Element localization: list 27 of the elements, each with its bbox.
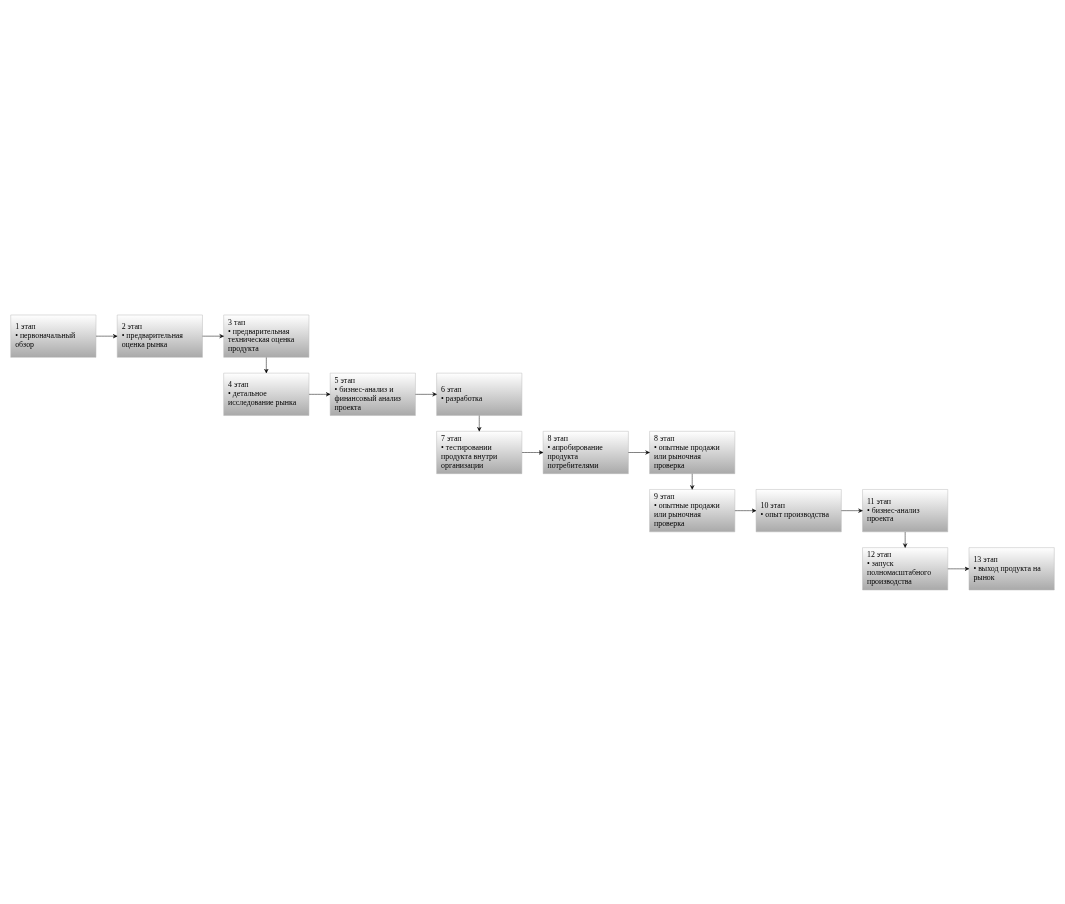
arrow <box>95 333 118 338</box>
node-box: 7 этап • тестировании продукта внутри организации <box>436 430 523 474</box>
node-box: 12 этап • запуск полномасштабного производства <box>862 546 949 590</box>
node-box: 3 тап • предварительная техническая оценка продукта <box>223 314 310 358</box>
node-box: 8 этап • опытные продажи или рыночная проверка <box>649 430 736 474</box>
arrow <box>308 391 331 396</box>
node-box: 13 этап • выход продукта на рынок <box>968 546 1055 590</box>
node-box: 2 этап • предварительная оценка рынка <box>116 314 203 358</box>
arrow <box>628 450 650 454</box>
arrow <box>264 356 269 373</box>
arrow <box>903 531 908 548</box>
node-box: 8 этап • апробирование продукта потребителями <box>542 430 629 474</box>
node-box: 1 этап • первоначальный обзор <box>10 314 97 358</box>
node-box: 10 этап • опыт производства <box>755 488 842 532</box>
arrow <box>690 473 695 490</box>
arrow <box>477 414 482 431</box>
arrow <box>202 333 224 338</box>
arrow <box>734 508 757 513</box>
arrow <box>947 566 970 571</box>
node-box: 5 этап • бизнес-анализ и финансовый анализ проекта <box>329 372 416 416</box>
node-box: 6 этап • разработка <box>436 372 523 416</box>
node-box: 9 этап • опытные продажи или рыночная проверка <box>649 488 736 532</box>
node-box: 11 этап • бизнес-анализ проекта <box>862 488 949 532</box>
arrow <box>521 450 544 454</box>
arrow <box>841 508 863 513</box>
node-box: 4 этап • детальное исследование рынка <box>223 372 310 416</box>
arrow <box>415 391 437 396</box>
